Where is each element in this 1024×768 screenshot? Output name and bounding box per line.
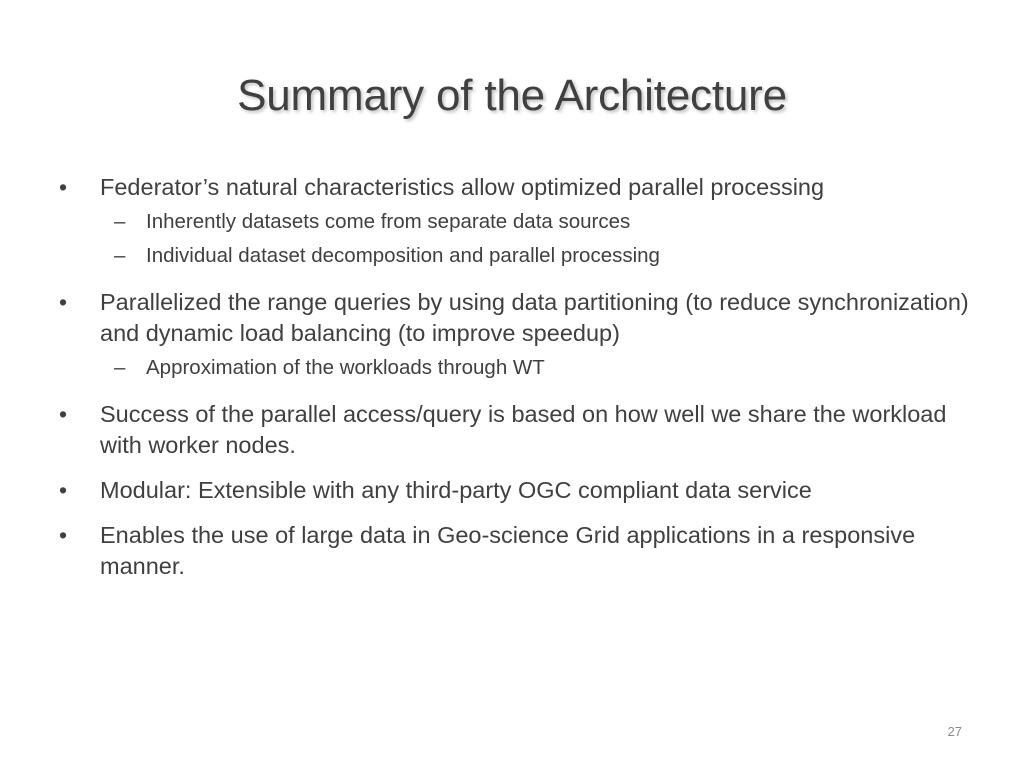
- dash-marker-icon: –: [114, 356, 126, 379]
- bullet-marker-icon: •: [59, 477, 68, 503]
- bullet-item: • Enables the use of large data in Geo-s…: [56, 520, 986, 582]
- bullet-item: • Modular: Extensible with any third-par…: [56, 475, 986, 506]
- bullet-item: • Federator’s natural characteristics al…: [56, 172, 986, 273]
- sub-bullet-item: – Individual dataset decomposition and p…: [100, 239, 986, 273]
- sub-bullet-list: – Approximation of the workloads through…: [100, 351, 986, 385]
- page-number: 27: [947, 724, 962, 739]
- bullet-text: Federator’s natural characteristics allo…: [100, 174, 825, 200]
- bullet-marker-icon: •: [59, 522, 68, 548]
- bullet-text: Modular: Extensible with any third-party…: [100, 477, 812, 503]
- dash-marker-icon: –: [114, 210, 126, 233]
- bullet-item: • Success of the parallel access/query i…: [56, 399, 986, 461]
- sub-bullet-item: – Inherently datasets come from separate…: [100, 205, 986, 239]
- sub-bullet-item: – Approximation of the workloads through…: [100, 351, 986, 385]
- slide-body: • Federator’s natural characteristics al…: [56, 172, 986, 596]
- dash-marker-icon: –: [114, 244, 126, 267]
- sub-bullet-text: Approximation of the workloads through W…: [146, 356, 545, 379]
- bullet-marker-icon: •: [59, 401, 68, 427]
- slide-title: Summary of the Architecture: [237, 71, 787, 120]
- bullet-marker-icon: •: [59, 289, 68, 315]
- bullet-marker-icon: •: [59, 174, 68, 200]
- sub-bullet-list: – Inherently datasets come from separate…: [100, 205, 986, 273]
- bullet-item: • Parallelized the range queries by usin…: [56, 287, 986, 385]
- bullet-text: Enables the use of large data in Geo-sci…: [100, 522, 916, 579]
- bullet-text: Success of the parallel access/query is …: [100, 401, 947, 458]
- sub-bullet-text: Individual dataset decomposition and par…: [146, 244, 660, 267]
- sub-bullet-text: Inherently datasets come from separate d…: [146, 210, 631, 233]
- bullet-text: Parallelized the range queries by using …: [100, 289, 969, 346]
